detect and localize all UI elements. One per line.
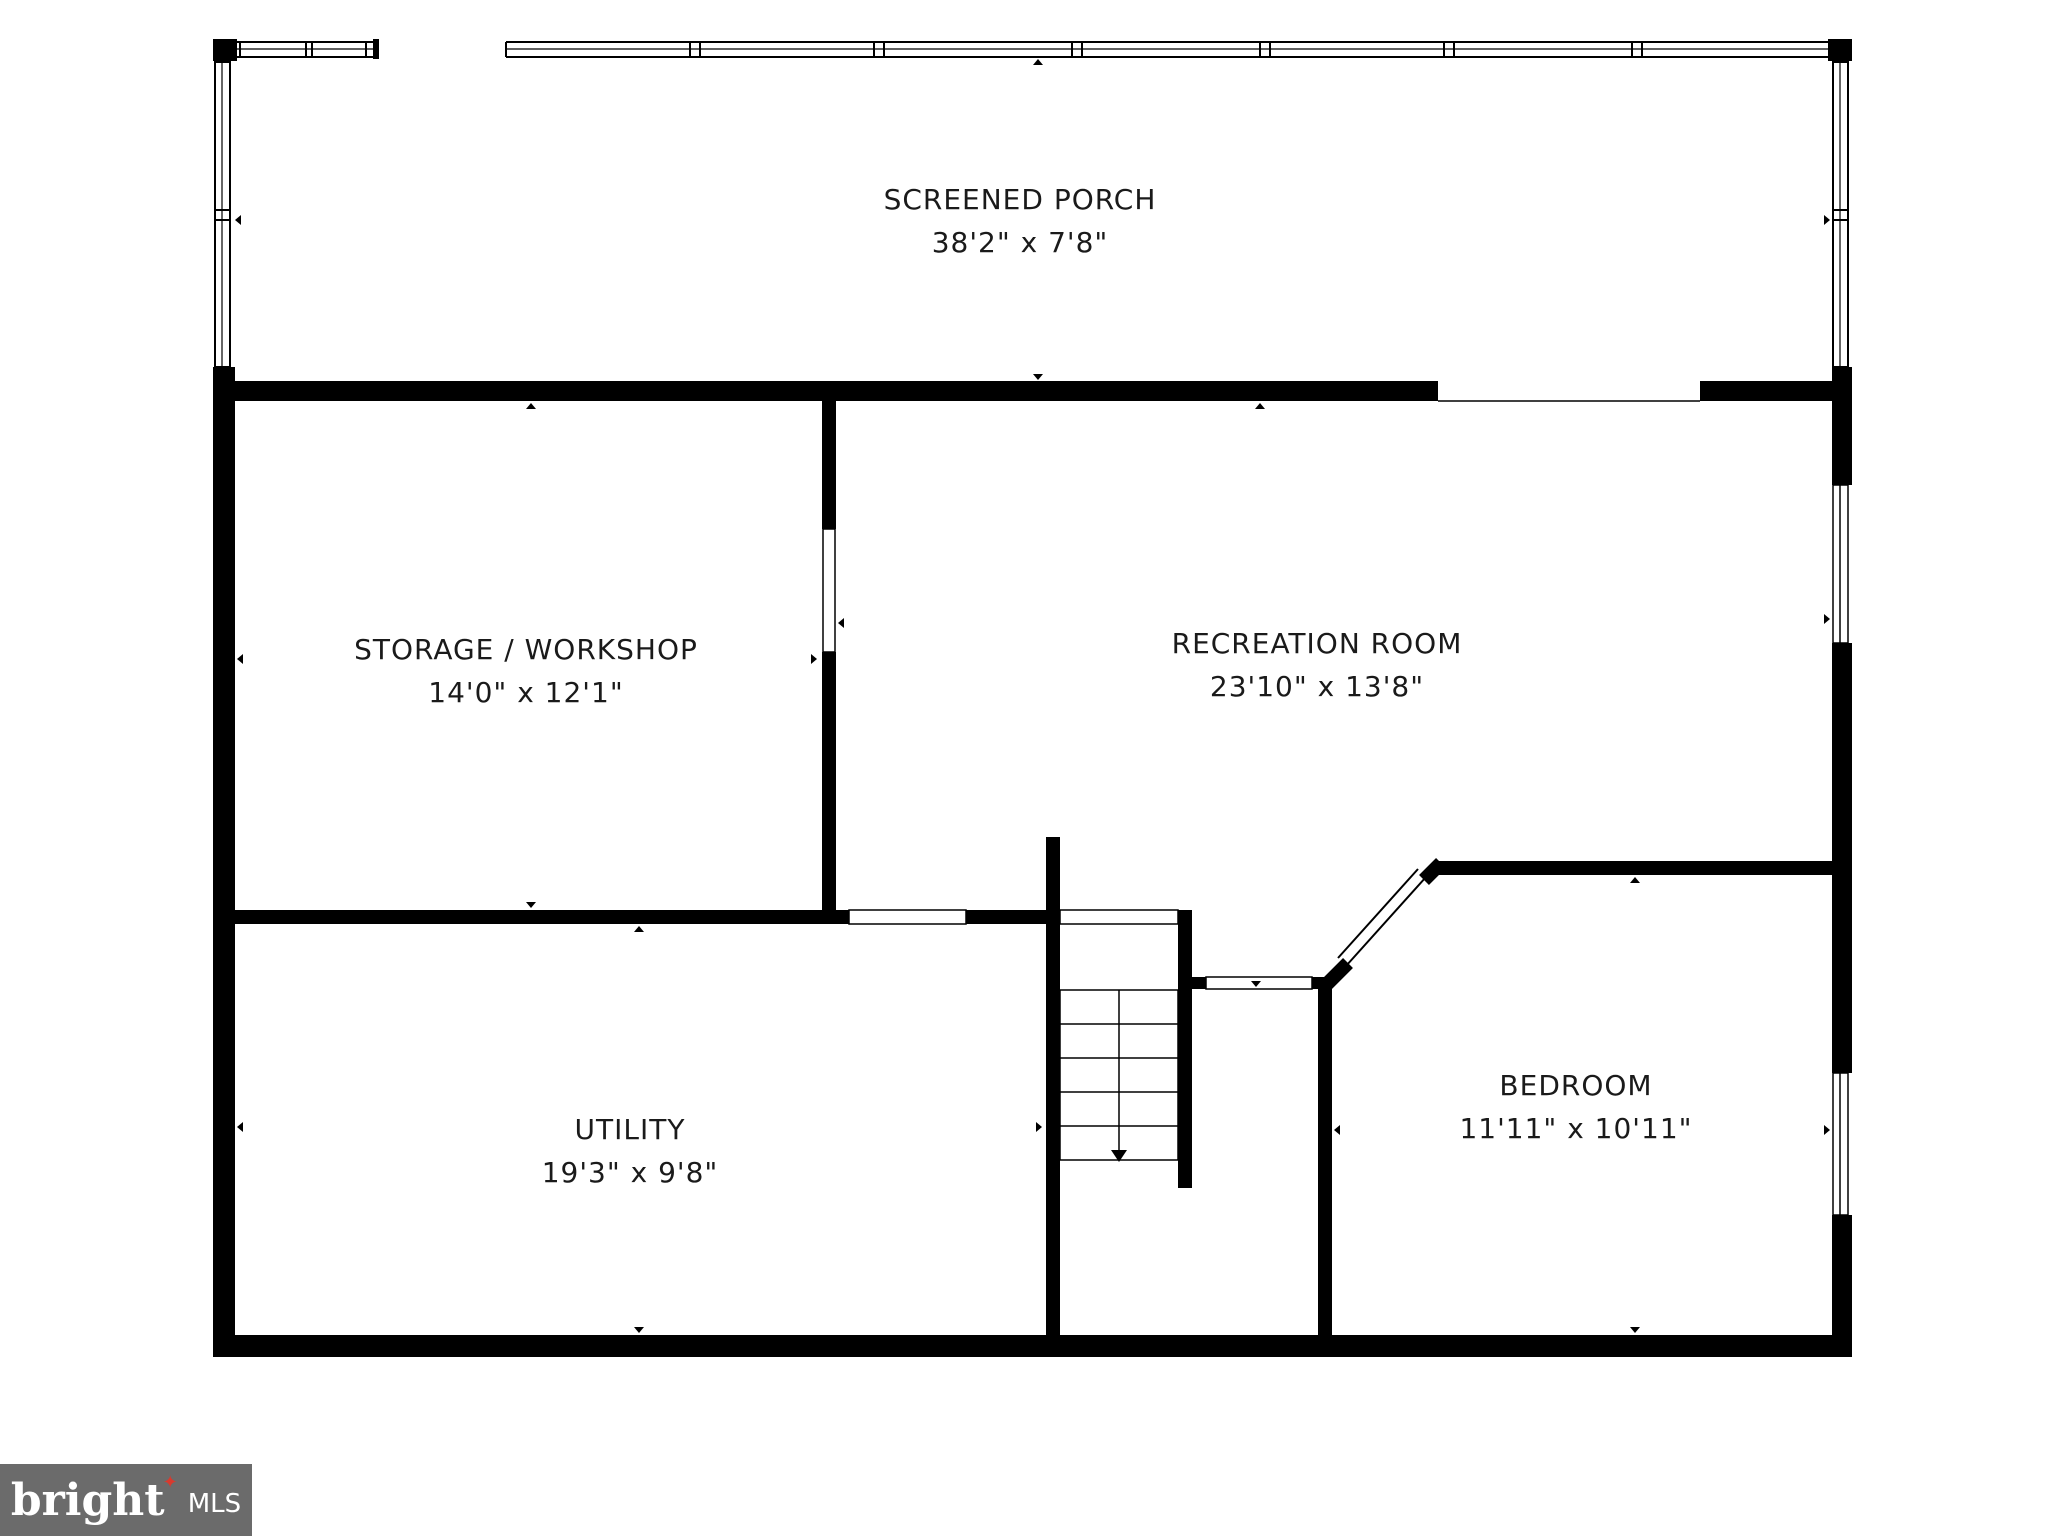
- room-label-utility: UTILITY 19'3" x 9'8": [542, 1113, 719, 1189]
- room-label-recreation-room: RECREATION ROOM 23'10" x 13'8": [1172, 627, 1463, 703]
- recreation-room-name: RECREATION ROOM: [1172, 627, 1463, 660]
- logo-star-icon: ✦: [162, 1471, 178, 1493]
- bright-mls-logo: bright ✦ MLS: [0, 1464, 252, 1536]
- recreation-room-dims: 23'10" x 13'8": [1210, 670, 1424, 703]
- walls: [213, 367, 1852, 1357]
- room-label-bedroom: BEDROOM 11'11" x 10'11": [1459, 1069, 1692, 1145]
- screened-porch-dims: 38'2" x 7'8": [932, 226, 1109, 259]
- bedroom-dims: 11'11" x 10'11": [1459, 1112, 1692, 1145]
- bedroom-name: BEDROOM: [1499, 1069, 1652, 1102]
- bedroom-diagonal-wall: [1321, 858, 1446, 990]
- screened-porch-name: SCREENED PORCH: [884, 183, 1157, 216]
- utility-name: UTILITY: [575, 1113, 686, 1146]
- porch-posts: [213, 39, 1852, 61]
- staircase: [1059, 989, 1179, 1162]
- storage-workshop-name: STORAGE / WORKSHOP: [354, 633, 698, 666]
- dimension-markers: [235, 59, 1830, 1333]
- storage-workshop-dims: 14'0" x 12'1": [428, 676, 623, 709]
- openings: [822, 400, 1849, 1216]
- room-label-storage-workshop: STORAGE / WORKSHOP 14'0" x 12'1": [354, 633, 698, 709]
- utility-dims: 19'3" x 9'8": [542, 1156, 719, 1189]
- room-label-screened-porch: SCREENED PORCH 38'2" x 7'8": [884, 183, 1157, 259]
- logo-brand-text: bright: [10, 1474, 165, 1526]
- logo-suffix-text: MLS: [187, 1489, 242, 1519]
